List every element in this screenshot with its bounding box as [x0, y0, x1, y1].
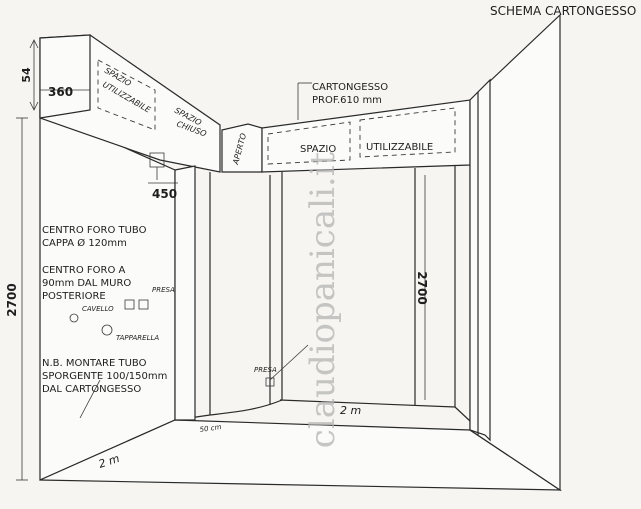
curved-base	[209, 399, 283, 416]
presa-center-label: PRESA	[254, 366, 277, 374]
socket-box-left-1	[124, 299, 135, 310]
cavello-label: CAVELLO	[82, 305, 114, 313]
leader-presa	[269, 344, 309, 381]
tapparella-label: TAPPARELLA	[116, 334, 159, 342]
arrow-54-top	[29, 39, 39, 49]
dashed-back-space-1	[267, 121, 351, 165]
note-line-6: N.B. MONTARE TUBO	[42, 358, 147, 369]
back-soffit	[261, 99, 471, 173]
socket-box-center	[265, 377, 275, 387]
room-outline	[39, 13, 563, 492]
dashed-back-space-2	[359, 107, 456, 158]
note-line-1: CENTRO FORO TUBO	[42, 225, 147, 236]
note-line-3: CENTRO FORO A	[42, 265, 126, 276]
dim-2700-left-label: 2700	[5, 283, 19, 316]
right-column	[469, 78, 491, 442]
curve-50-label: 50 cm	[199, 423, 222, 434]
dim-360-label: 360	[48, 85, 73, 99]
schema-title: SCHEMA CARTONGESSO	[490, 4, 636, 18]
cavello-circle	[69, 313, 79, 323]
socket-box-left-2	[138, 299, 149, 310]
dim-2700-center-label: 2700	[415, 271, 429, 304]
presa-left-label: PRESA	[152, 286, 175, 294]
dashed-left-space	[97, 59, 156, 131]
note-line-5: POSTERIORE	[42, 291, 106, 302]
prof-label: PROF.610 mm	[312, 95, 382, 106]
left-soffit	[39, 34, 221, 180]
note-line-8: DAL CARTONGESSO	[42, 384, 141, 395]
soffit-back-front	[261, 99, 471, 173]
dimension-lines	[16, 39, 426, 481]
floor-right-label: 2 m	[340, 404, 361, 417]
note-line-4: 90mm DAL MURO	[42, 278, 131, 289]
panels	[174, 78, 491, 442]
watermark-text: claudiopanicali.it	[303, 151, 343, 448]
utilizzabile-label: UTILIZZABILE	[366, 142, 433, 153]
note-line-2: CAPPA Ø 120mm	[42, 237, 127, 249]
note-line-7: SPORGENTE 100/150mm	[42, 371, 167, 382]
soffit-left-front	[39, 34, 91, 119]
dim-54-label: 54	[20, 67, 33, 83]
notes-block: CENTRO FORO TUBO CAPPA Ø 120mm CENTRO FO…	[42, 225, 167, 395]
tapparella-circle	[101, 324, 113, 336]
leader-notes	[79, 379, 101, 419]
floor-left-label: 2 m	[97, 452, 121, 471]
panel-left	[174, 165, 196, 421]
cartongesso-label: CARTONGESSO	[312, 82, 388, 93]
arrow-54-bottom	[29, 101, 39, 111]
spazio-label: SPAZIO	[300, 144, 336, 155]
floor-back-edge	[279, 399, 456, 408]
dim-450-label: 450	[152, 187, 177, 201]
